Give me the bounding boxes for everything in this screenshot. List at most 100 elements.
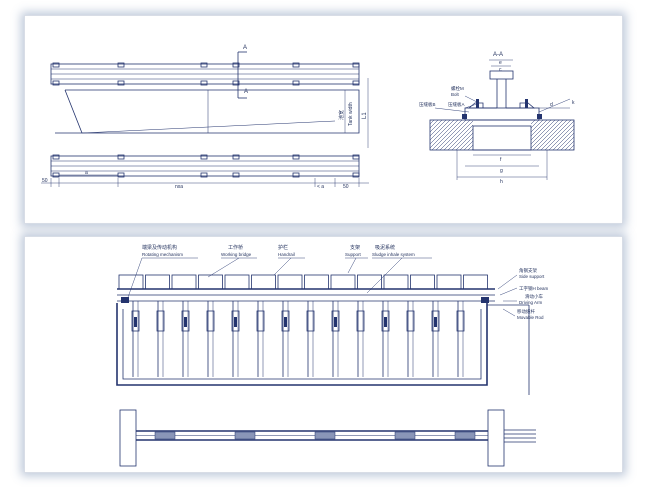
hatch-line xyxy=(451,128,474,151)
handrail-box xyxy=(383,274,409,290)
dim-a-left: a xyxy=(85,170,88,176)
bolt-label-en: Bolt xyxy=(451,92,460,97)
valve-handle xyxy=(334,317,337,327)
hatch-line xyxy=(467,144,474,151)
elevation-view-panel: 端梁及传动机构 Rotating mechanism 工作桥 Working b… xyxy=(24,236,623,473)
handrail-box xyxy=(277,274,303,290)
valve-handle xyxy=(284,317,287,327)
bottom-dimensions: 50 a nxa < a 50 xyxy=(41,170,369,190)
hatch-line xyxy=(429,119,459,149)
bolt-plate xyxy=(117,154,125,160)
hatch-line xyxy=(431,119,463,151)
valve-handle xyxy=(234,317,237,327)
dim-nxa: nxa xyxy=(175,184,183,190)
hatch-line xyxy=(429,119,451,141)
label-working-bridge-en: Working bridge xyxy=(221,252,252,257)
hatch-line xyxy=(530,119,548,137)
side-label-hbeam: 工字钢H beam xyxy=(519,285,549,292)
bolt-plate xyxy=(232,172,240,178)
bolt-plate xyxy=(52,80,60,86)
bolt-plate xyxy=(52,154,60,160)
handrail-box xyxy=(224,274,250,290)
bolt-plate xyxy=(52,62,60,68)
hatch-line xyxy=(530,119,540,129)
section-aa-detail: A-A e c xyxy=(419,52,575,185)
strip-block xyxy=(234,431,256,440)
hatch-line xyxy=(572,148,575,151)
bolt-plate xyxy=(117,80,125,86)
hatch-line xyxy=(536,119,568,151)
sludge-pipes xyxy=(131,301,465,377)
pipe-valve xyxy=(406,310,415,332)
bolt-plate xyxy=(200,172,208,178)
label-support-cn: 支架 xyxy=(350,244,360,251)
hatch-line xyxy=(429,119,435,125)
valve-handle xyxy=(184,317,187,327)
handrail-box xyxy=(118,274,144,290)
pipe-valve xyxy=(231,310,240,332)
handrail-box xyxy=(463,274,488,290)
hatch-line xyxy=(530,119,544,133)
dim-k: k xyxy=(572,100,575,106)
side-labels: 角钢支架 Side support 工字钢H beam 滑动小车 Driving… xyxy=(497,267,549,320)
handrail-boxes xyxy=(118,274,488,290)
hatch-line xyxy=(532,119,564,151)
hatch-line xyxy=(429,119,443,133)
handrail-box xyxy=(410,274,435,290)
hatch-line xyxy=(530,119,560,149)
bolt-plate xyxy=(200,80,208,86)
bolt-plate xyxy=(352,154,360,160)
hatch-line xyxy=(560,136,575,151)
section-label-top: A xyxy=(243,45,247,51)
label-rotating-mechanism-cn: 端梁及传动机构 xyxy=(142,244,177,251)
plan-view-drawing: A A 池宽 Tank width L1 xyxy=(41,45,575,190)
side-label-support-en: Side support xyxy=(519,274,545,279)
tank-width-en: Tank width xyxy=(348,102,354,126)
section-title: A-A xyxy=(493,52,503,58)
bolt-plate xyxy=(232,62,240,68)
hatch-line xyxy=(463,140,474,151)
hatch-line xyxy=(530,119,536,125)
dim-50-right: 50 xyxy=(343,184,349,190)
dim-d: d xyxy=(550,102,553,108)
dim-f: f xyxy=(500,157,502,163)
bolt-plate xyxy=(352,62,360,68)
valve-handle xyxy=(384,317,387,327)
bolt-plate xyxy=(232,80,240,86)
dim-50-left: 50 xyxy=(42,178,48,184)
hatch-line xyxy=(435,119,467,151)
handrail-box xyxy=(251,274,276,290)
hatch-line xyxy=(564,140,575,151)
component-labels: 端梁及传动机构 Rotating mechanism 工作桥 Working b… xyxy=(142,244,432,259)
hatch-line xyxy=(455,132,474,151)
dim-h: h xyxy=(500,179,503,185)
clamp-b-label: 压缝板B xyxy=(419,101,436,108)
dim-a-right: < a xyxy=(317,184,324,190)
hatch-line xyxy=(447,124,474,151)
dim-e: e xyxy=(499,60,502,66)
label-handrail-cn: 护栏 xyxy=(278,244,288,251)
handrail-box xyxy=(198,274,223,290)
hatch-line xyxy=(530,119,556,145)
working-bridge xyxy=(117,288,495,303)
tank-section xyxy=(116,303,530,395)
clamp-a-label: 压缝板A xyxy=(448,101,465,108)
pipe-valve xyxy=(331,310,340,332)
tank-outline xyxy=(55,89,360,134)
label-handrail-en: Handrail xyxy=(278,252,295,257)
elevation-view-drawing: 端梁及传动机构 Rotating mechanism 工作桥 Working b… xyxy=(116,244,549,467)
bolt-plate xyxy=(352,172,360,178)
label-support-en: Support xyxy=(345,252,362,257)
bolt-plate xyxy=(352,80,360,86)
tank-width-cn: 池宽 xyxy=(338,110,345,120)
pipe-valve xyxy=(381,310,390,332)
hatch-line xyxy=(544,120,575,151)
hatch-line xyxy=(540,119,572,151)
label-working-bridge-cn: 工作桥 xyxy=(228,244,243,251)
pipe-valve xyxy=(456,310,465,332)
bolt-label-cn: 螺栓M xyxy=(451,85,464,92)
label-rotating-mechanism-en: Rotating mechanism xyxy=(142,252,183,257)
side-label-support-cn: 角钢支架 xyxy=(519,267,537,274)
side-label-rod-en: Movable Rod xyxy=(517,315,544,320)
hatch-line xyxy=(471,148,474,151)
